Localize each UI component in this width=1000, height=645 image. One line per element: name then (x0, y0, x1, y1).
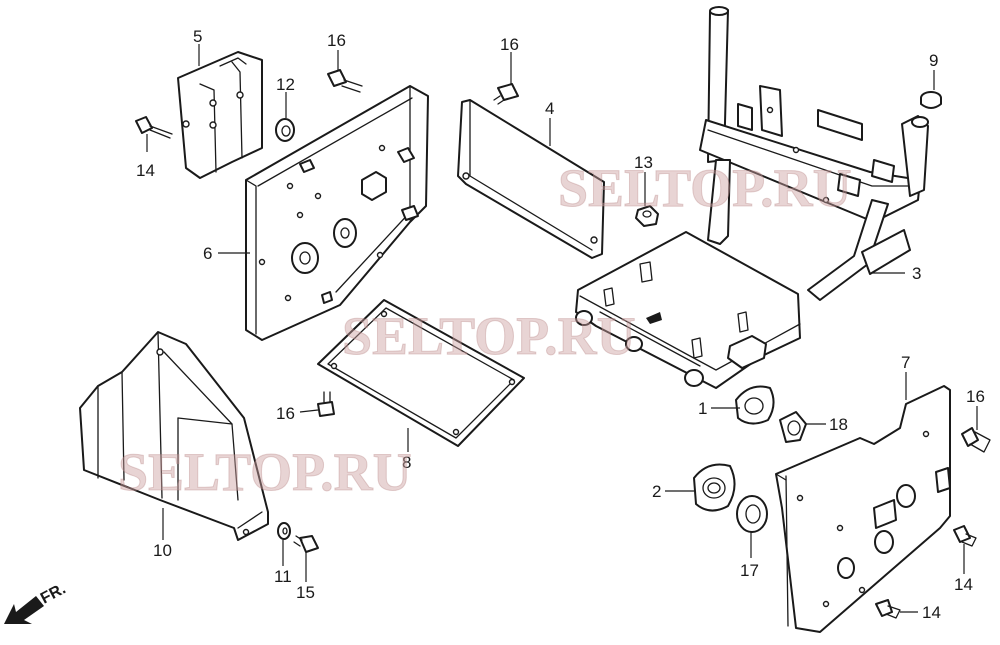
callout-16-c: 16 (966, 387, 985, 406)
callout-3: 3 (912, 264, 921, 283)
callout-labels: 5 16 16 4 12 14 6 13 9 3 7 16 1 18 2 17 … (136, 27, 985, 622)
watermark-bottom-left: SELTOP.RU (118, 442, 412, 502)
part-14-bolt-bottom (875, 599, 901, 619)
part-9-cap (920, 91, 942, 109)
part-2-flange (693, 463, 736, 512)
part-16-bolt-c (317, 391, 335, 417)
front-direction-indicator: FR. (4, 580, 69, 624)
part-18-bearing (779, 411, 807, 443)
callout-1: 1 (698, 399, 707, 418)
direction-label: FR. (38, 580, 69, 607)
callout-5: 5 (193, 27, 202, 46)
part-6-side-plate (245, 85, 429, 341)
part-1-flange (735, 385, 775, 425)
part-15-bolt (293, 535, 319, 553)
callout-14-c: 14 (922, 603, 941, 622)
part-16-bolt-b (493, 83, 519, 105)
callout-16-d: 16 (276, 404, 295, 423)
part-11-washer (277, 522, 291, 540)
part-4-cover-plate (457, 99, 605, 259)
watermarks: SELTOP.RU SELTOP.RU SELTOP.RU (118, 158, 853, 503)
callout-12: 12 (276, 75, 295, 94)
callout-17: 17 (740, 561, 759, 580)
part-10-cover (79, 331, 269, 541)
callout-14-b: 14 (954, 575, 973, 594)
callout-9: 9 (929, 51, 938, 70)
front-arrow-icon (4, 596, 44, 624)
part-12-washer (275, 118, 295, 142)
callout-4: 4 (545, 99, 554, 118)
callout-6: 6 (203, 244, 212, 263)
callout-10: 10 (153, 541, 172, 560)
part-14-bolt-right-upper (961, 427, 991, 453)
part-5-bracket (177, 51, 263, 179)
part-13-nut (635, 205, 659, 227)
part-3-main-frame (575, 6, 929, 389)
callout-16-a: 16 (327, 31, 346, 50)
callout-11: 11 (274, 567, 292, 586)
watermark-center: SELTOP.RU (342, 306, 636, 366)
callout-8: 8 (402, 453, 411, 472)
callout-13: 13 (634, 153, 653, 172)
part-8-gasket (317, 299, 525, 447)
callout-2: 2 (652, 482, 661, 501)
callout-15: 15 (296, 583, 315, 602)
callout-14-a: 14 (136, 161, 155, 180)
part-14-bolt-right-mid (953, 525, 977, 547)
watermark-top-right: SELTOP.RU (558, 158, 852, 218)
callout-18: 18 (829, 415, 848, 434)
part-7-side-plate (775, 385, 951, 633)
callout-7: 7 (901, 353, 910, 372)
leader-lines (146, 44, 978, 613)
part-16-bolt-a (327, 69, 363, 93)
callout-16-b: 16 (500, 35, 519, 54)
part-17-bearing (736, 495, 768, 533)
part-14-bolt-left (135, 116, 173, 139)
